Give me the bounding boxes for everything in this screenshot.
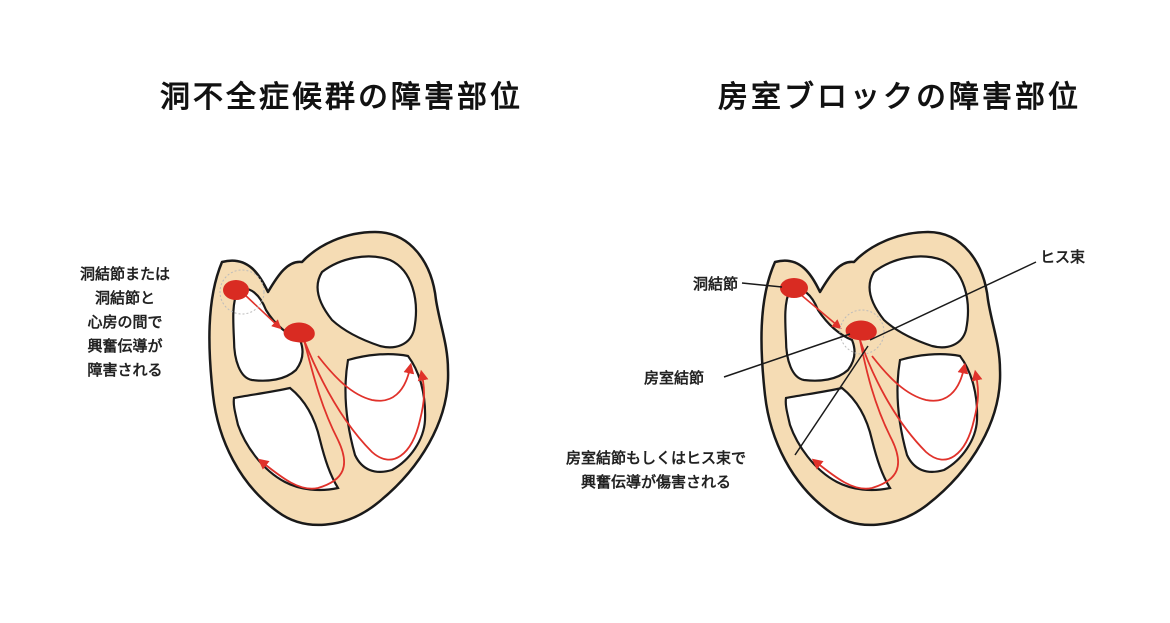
right-annotation-line: 房室結節もしくはヒス束で (566, 449, 747, 467)
left-annotation: 洞結節または 洞結節と 心房の間で 興奮伝導が 障害される (80, 262, 170, 382)
leader-annotation (794, 345, 869, 456)
left-title: 洞不全症候群の障害部位 (160, 80, 523, 115)
right-annotation-line: 興奮伝導が傷害される (581, 473, 732, 491)
conduction-path (257, 339, 346, 490)
leader-av-node (723, 333, 851, 378)
av-node (845, 320, 877, 341)
label-sa-node: 洞結節 (693, 275, 739, 293)
leader-sa-node (741, 282, 783, 288)
left-atrium-cavity (868, 255, 970, 349)
label-av-node: 房室結節 (644, 369, 705, 387)
right-annotation: 房室結節もしくはヒス束で 興奮伝導が傷害される (566, 446, 746, 494)
conduction-path (871, 355, 969, 402)
right-title: 房室ブロックの障害部位 (718, 80, 1081, 115)
leader-his-bundle (869, 261, 1037, 341)
sa-av-conduction (799, 293, 842, 330)
sa-injury-zone (219, 269, 265, 315)
left-annotation-line: 洞結節または (80, 265, 171, 283)
conduction-path (859, 339, 983, 461)
left-heart (208, 230, 450, 527)
right-ventricle-cavity (784, 386, 892, 492)
right-ventricle-cavity (232, 386, 340, 492)
av-injury-zone (839, 309, 885, 355)
conduction-path (811, 339, 900, 490)
left-annotation-line: 心房の間で (87, 313, 163, 331)
sa-node (223, 280, 249, 300)
label-his-bundle: ヒス束 (1040, 248, 1086, 266)
left-annotation-line: 障害される (87, 361, 163, 379)
left-annotation-line: 興奮伝導が (87, 337, 163, 355)
sa-av-conduction (243, 293, 282, 330)
sa-node (780, 278, 808, 298)
av-node (283, 322, 315, 343)
right-heart (723, 230, 1037, 527)
left-atrium-cavity (316, 255, 418, 349)
conduction-path (317, 355, 415, 402)
left-annotation-line: 洞結節と (95, 289, 156, 307)
conduction-path (303, 339, 429, 461)
